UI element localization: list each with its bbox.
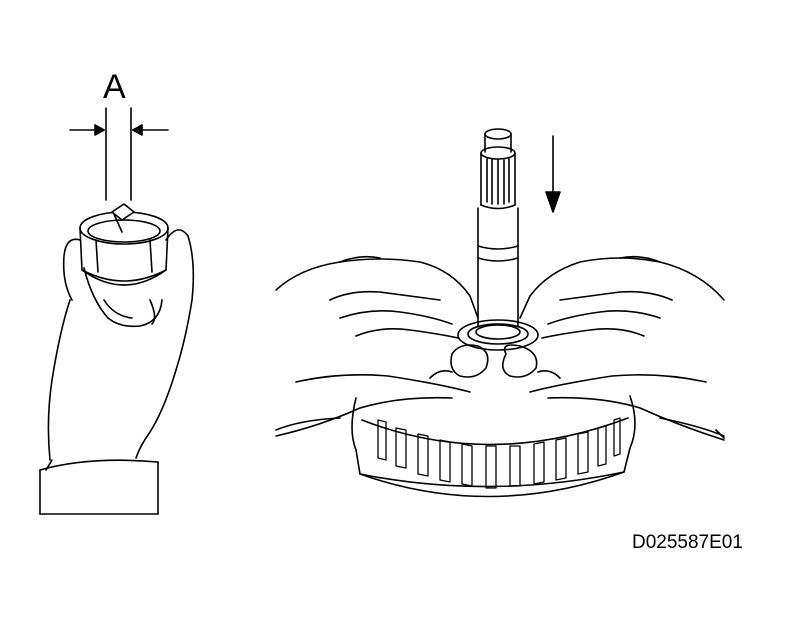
hand-right-right xyxy=(503,257,724,440)
down-arrow xyxy=(546,136,560,212)
drum-slots xyxy=(378,418,620,488)
left-detail-hand-and-bushing xyxy=(40,108,193,514)
right-detail-shaft-install xyxy=(276,129,724,497)
clutch-drum xyxy=(352,396,635,497)
hand-right-left xyxy=(276,257,488,436)
dimension-label-a: A xyxy=(103,68,126,106)
bushing xyxy=(80,204,168,285)
seal-ring xyxy=(458,320,538,350)
hand-left xyxy=(40,230,193,514)
figure-id: D025587E01 xyxy=(632,532,743,553)
input-shaft xyxy=(478,129,518,326)
